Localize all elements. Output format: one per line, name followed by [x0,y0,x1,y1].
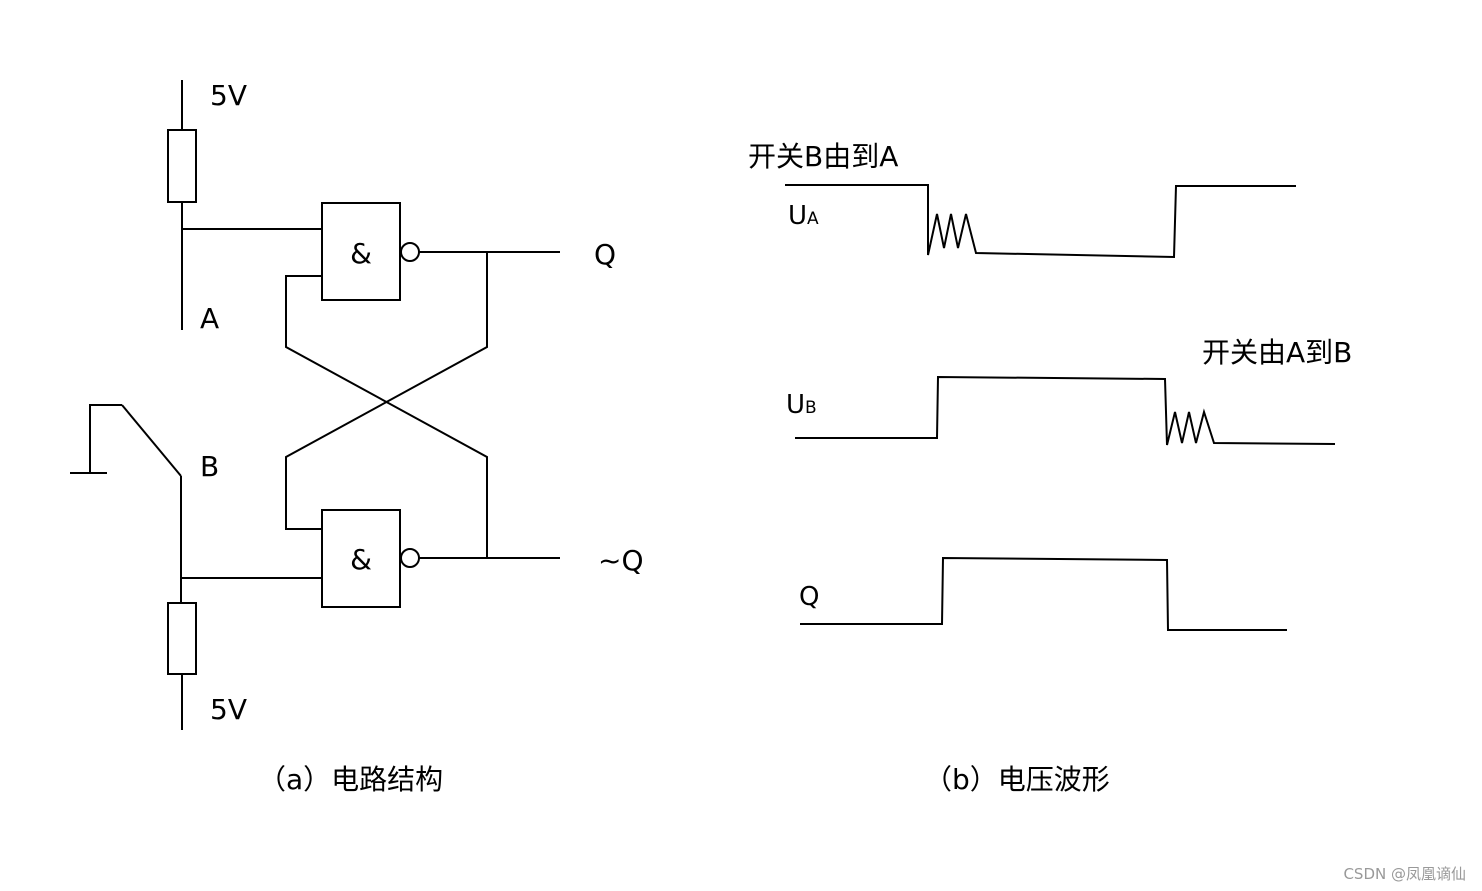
ua-label: UA [788,201,819,231]
nand-gate-bottom-symbol: & [350,543,372,576]
ub-label-sub: B [805,398,817,418]
nand-gate-bottom-bubble [400,548,420,568]
nand-gate-bottom [321,509,401,608]
waveforms: 开关B由到A UA 开关由A到B UB Q （b）电压波形 [748,140,1352,796]
ua-label-main: U [788,201,807,231]
ub-waveform [795,375,1336,446]
q-waveform [800,556,1287,631]
feedback-qbar-to-top-gate [285,275,488,558]
feedback-q-to-bottom-gate [285,252,488,530]
q-waveform-label: Q [799,582,819,612]
ua-waveform [785,184,1296,259]
ub-label-main: U [786,390,805,420]
supply-bottom-label: 5V [210,693,247,726]
switch-blade [121,404,182,477]
circuit-caption: （a）电路结构 [258,763,443,796]
nand-gate-top-bubble [400,242,420,262]
resistor-bottom [167,602,197,675]
input-a-label: A [200,302,219,335]
output-qbar-label: ~Q [598,544,644,577]
waveform-caption: （b）电压波形 [924,763,1110,796]
supply-top-label: 5V [210,79,247,112]
ua-label-sub: A [807,209,819,229]
input-b-label: B [200,450,219,483]
output-q-label: Q [594,238,616,271]
nand-gate-top-symbol: & [350,237,372,270]
resistor-top [167,129,197,203]
nand-gate-top [321,202,401,301]
switch-common-wire [89,404,122,473]
circuit: 5V A & Q & ~Q B 5V （a）电路结构 [70,79,644,796]
annotation-switch-b-to-a: 开关B由到A [748,140,898,173]
annotation-switch-a-to-b: 开关由A到B [1202,336,1352,369]
watermark: CSDN @凤凰谪仙 [1343,865,1466,883]
ub-label: UB [786,390,817,420]
